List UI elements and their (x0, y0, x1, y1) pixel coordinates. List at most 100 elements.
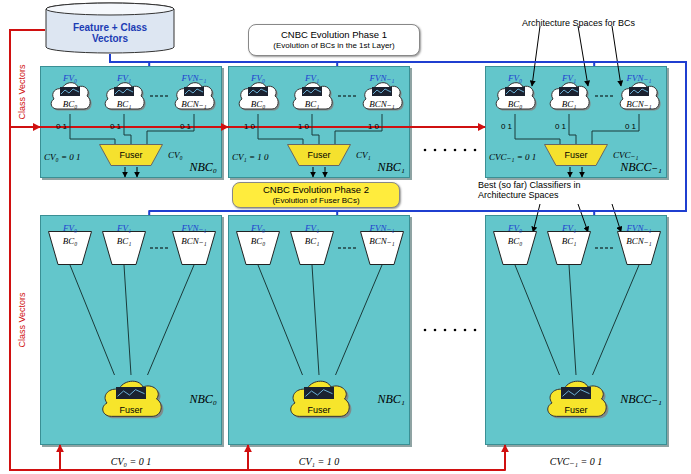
label-box: FV₁ (117, 217, 131, 235)
node-title: CNBC Evolution Phase 1 (281, 30, 387, 41)
node-title: BCN₋₁ (626, 236, 651, 246)
feature-vector-label: FV₁ (305, 223, 319, 233)
phase-callout: CNBC Evolution Phase 1(Evolution of BCs … (248, 24, 420, 56)
label-box: 1 0 (298, 115, 309, 133)
label-box: CV₁ = 1 0 (299, 451, 340, 469)
feature-vector-label: FV₁ (562, 73, 576, 83)
node-title: CNBC Evolution Phase 2 (263, 185, 369, 196)
output-bits: 0 1 (180, 122, 191, 131)
node-title: NBC₀ (189, 161, 217, 175)
label-box: 0 1 (110, 115, 121, 133)
node-title: BC₀ (508, 236, 523, 246)
phase-callout: CNBC Evolution Phase 2(Evolution of Fuse… (232, 182, 400, 208)
label-box: Class Vectors (11, 64, 29, 119)
label-box: CVC₋₁ (613, 144, 638, 162)
label-box: 1 0 (244, 115, 255, 133)
classifier-trapezoid: BCN₋₁ (617, 231, 661, 265)
label-box: 0 1 (501, 115, 512, 133)
label-box: Best (so far) Classifiers in Architectur… (478, 180, 628, 201)
annotation: Best (so far) Classifiers in Architectur… (478, 180, 628, 201)
label-box: FV₁ (305, 217, 319, 235)
node-title: BC₀ (251, 236, 266, 246)
class-vector-label: CV₁ (356, 150, 371, 160)
feature-vector-label: FV₀ (508, 223, 522, 233)
fuser-trapezoid: Fuser (99, 144, 163, 166)
label-box: 0 1 (180, 115, 191, 133)
feature-vector-label: FVN₋₁ (370, 73, 395, 83)
node-title: BC₁ (562, 99, 577, 109)
node-title: NBC₁ (377, 161, 405, 175)
feature-vector-label: FVN₋₁ (627, 73, 652, 83)
class-vector-label: CV₁ = 1 0 (299, 456, 340, 467)
label-box: 0 1 (625, 115, 636, 133)
node-title: Feature + Class Vectors (62, 22, 158, 45)
node-title: BCN₋₁ (181, 99, 206, 109)
classifier-cloud: BCN₋₁ (360, 78, 404, 114)
cloud-shape (286, 375, 352, 423)
feature-vector-label: FVN₋₁ (182, 73, 207, 83)
feature-vector-label: FV₁ (117, 223, 131, 233)
node-title: NBCC₋₁ (620, 161, 662, 175)
fuser-cloud: Fuser (543, 375, 609, 423)
node-title: BC₀ (508, 99, 523, 109)
output-bits: 0 1 (625, 122, 636, 131)
node-title: BCN₋₁ (369, 99, 394, 109)
classifier-trapezoid: BC₀ (236, 231, 280, 265)
feature-vector-label: FV₀ (251, 73, 265, 83)
class-vector-label: CV₁ = 1 0 (232, 152, 268, 162)
output-bits: 0 1 (110, 122, 121, 131)
node-title: NBCC₋₁ (620, 393, 662, 407)
label-box: FV₀ (508, 67, 522, 85)
fuser-trapezoid: Fuser (287, 144, 351, 166)
label-box: Architecture Spaces for BCs (522, 12, 635, 30)
node-title: BCN₋₁ (181, 236, 206, 246)
node-title: BC₀ (251, 99, 266, 109)
feature-vector-label: FV₁ (305, 73, 319, 83)
label-box: Class Vectors (11, 292, 29, 347)
label-box: 0 1 (555, 115, 566, 133)
class-vector-label: CVC₋₁ = 0 1 (550, 456, 602, 467)
output-bits: 1 0 (298, 122, 309, 131)
label-box: FV₁ (117, 67, 131, 85)
fuser-cloud: Fuser (286, 375, 352, 423)
classifier-cloud: BC₁ (290, 78, 334, 114)
label-box: FVN₋₁ (182, 67, 207, 85)
node-title: BC₁ (117, 99, 132, 109)
node-title: NBC₁ (377, 393, 405, 407)
class-vector-label: CV₀ = 0 1 (111, 456, 152, 467)
class-vector-label: CV₀ = 0 1 (44, 152, 80, 162)
connector (110, 54, 149, 66)
cloud-shape (543, 375, 609, 423)
feature-vector-label: FV₁ (562, 223, 576, 233)
nbc-panel: NBC₀BC₀BC₁BCN₋₁Fuser (40, 215, 222, 445)
label-box: 1 0 (368, 115, 379, 133)
classifier-cloud: BCN₋₁ (617, 78, 661, 114)
label-box: FV₀ (508, 217, 522, 235)
label-box: FV₁ (305, 67, 319, 85)
classifier-trapezoid: BC₀ (48, 231, 92, 265)
class-vector-label: CV₀ (168, 150, 183, 160)
label-box: CV₁ (356, 144, 371, 162)
nbc-panel: NBC₁BC₀BC₁BCN₋₁Fuser (228, 215, 410, 445)
label-box: FV₁ (562, 217, 576, 235)
node-title: Fuser (564, 405, 587, 415)
classifier-cloud: BC₀ (236, 78, 280, 114)
output-bits: 0 1 (555, 122, 566, 131)
classifier-trapezoid: BC₁ (547, 231, 591, 265)
label-box: CV₁ = 1 0 (232, 146, 268, 164)
node-title: Fuser (119, 405, 142, 415)
classifier-trapezoid: BCN₋₁ (172, 231, 216, 265)
label-box: CV₀ = 0 1 (44, 146, 80, 164)
feature-vector-label: FV₀ (508, 73, 522, 83)
feature-vector-label: FVN₋₁ (627, 223, 652, 233)
class-vector-label: CVC₋₁ = 0 1 (489, 152, 536, 162)
output-bits: 0 1 (501, 122, 512, 131)
nbc-panel: NBCC₋₁ BC₀ BC₁ BCN₋₁ Fuser (485, 215, 667, 445)
classifier-trapezoid: BC₁ (102, 231, 146, 265)
database-cylinder: Feature + Class Vectors (45, 2, 175, 54)
classifier-trapezoid: BCN₋₁ (360, 231, 404, 265)
feature-vector-label: FV₁ (117, 73, 131, 83)
node-title: BC₁ (562, 236, 577, 246)
label-box: FV₀ (63, 217, 77, 235)
annotation: Architecture Spaces for BCs (522, 18, 635, 28)
